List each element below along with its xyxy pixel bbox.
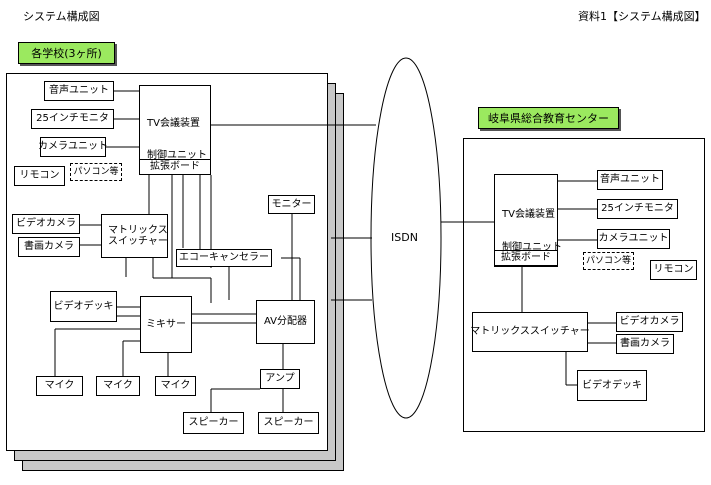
av-splitter: AV分配器 [256,300,315,344]
ctrl-unit-label: 制御ユニット [147,150,207,161]
center-video-camera: ビデオカメラ [616,312,683,332]
school-site-label: 各学校(3ヶ所) [18,42,115,64]
echo-canceller: エコーキャンセラー [176,249,272,267]
center-matrix-switcher: マトリックススイッチャー [470,312,590,352]
monitor: モニター [268,195,315,214]
video-camera: ビデオカメラ [12,214,80,234]
pc-dashed: パソコン等 [70,163,122,181]
center-pc-dashed: パソコン等 [583,252,634,270]
isdn-label: ISDN [391,231,418,244]
center-video-deck: ビデオデッキ [577,370,647,401]
center-site-label: 岐阜県総合教育センター [478,107,619,129]
video-deck: ビデオデッキ [50,291,117,322]
microphone-1: マイク [36,376,83,396]
speaker-1: スピーカー [183,412,244,434]
audio-unit: 音声ユニット [44,81,114,101]
matrix-switcher: マトリックス スイッチャー [101,214,168,258]
document-camera: 書画カメラ [18,237,80,257]
page-title: システム構成図 [23,10,100,23]
monitor-25inch: 25インチモニタ [31,109,114,129]
microphone-3: マイク [155,376,196,396]
center-expansion-board: 拡張ボード [494,250,558,266]
camera-unit: カメラユニット [38,137,108,157]
center-monitor-25inch: 25インチモニタ [597,199,678,219]
amplifier: アンプ [260,369,300,389]
center-document-camera: 書画カメラ [616,334,674,354]
center-audio-unit: 音声ユニット [597,170,663,190]
microphone-2: マイク [96,376,140,396]
document-label: 資料1【システム構成図】 [578,10,706,23]
matrix-line1: マトリックス [108,224,168,236]
speaker-2: スピーカー [258,412,319,434]
center-camera-unit: カメラユニット [597,229,670,249]
tv-conf-label: TV会議装置 [147,118,200,129]
matrix-line2: スイッチャー [108,236,168,247]
mixer: ミキサー [140,296,192,353]
remote-control: リモコン [14,166,65,186]
expansion-board: 拡張ボード [139,159,211,175]
center-tv-conf-label: TV会議装置 [502,209,555,220]
center-ctrl-unit-label: 制御ユニット [502,242,562,253]
center-remote-control: リモコン [650,260,697,280]
